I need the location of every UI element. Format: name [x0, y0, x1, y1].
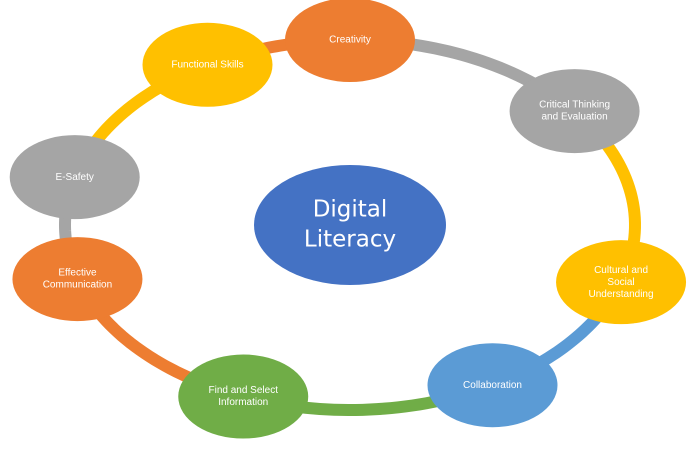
- node-functional-skills: Functional Skills: [142, 22, 273, 107]
- node-collaboration-label-line: Collaboration: [463, 380, 522, 391]
- center-title-line: Literacy: [304, 227, 396, 253]
- node-creativity-label-line: Creativity: [329, 35, 371, 46]
- node-cultural-social-ellipse: [556, 240, 687, 325]
- node-effective-communication-ellipse: [12, 237, 143, 322]
- node-e-safety-label: E-Safety: [56, 172, 94, 183]
- node-functional-skills-label: Functional Skills: [171, 59, 243, 70]
- node-collaboration: Collaboration: [427, 343, 558, 428]
- node-functional-skills-label-line: Functional Skills: [171, 59, 243, 70]
- node-find-select-label-line: Find and Select: [208, 385, 278, 396]
- node-cultural-social-label-line: Cultural and: [594, 265, 648, 276]
- node-critical-thinking-label-line: Critical Thinking: [539, 100, 610, 111]
- node-functional-skills-ellipse: [142, 22, 273, 107]
- node-cultural-social-label-line: Social: [607, 277, 634, 288]
- node-creativity-ellipse: [285, 0, 415, 82]
- node-critical-thinking-label-line: and Evaluation: [541, 112, 607, 123]
- center-title-line: Digital: [313, 197, 388, 223]
- node-effective-communication-label-line: Communication: [43, 280, 112, 291]
- node-critical-thinking-ellipse: [509, 69, 640, 154]
- node-find-select-ellipse: [178, 354, 309, 439]
- node-effective-communication-label-line: Effective: [58, 268, 97, 279]
- node-find-select-label-line: Information: [218, 397, 268, 408]
- node-collaboration-ellipse: [427, 343, 558, 428]
- node-creativity: Creativity: [285, 0, 415, 82]
- node-e-safety-ellipse: [9, 135, 140, 220]
- node-creativity-label: Creativity: [329, 35, 371, 46]
- node-e-safety-label-line: E-Safety: [56, 172, 94, 183]
- node-e-safety: E-Safety: [9, 135, 140, 220]
- node-cultural-social-label-line: Understanding: [589, 289, 654, 300]
- center-ellipse: [254, 165, 446, 285]
- node-collaboration-label: Collaboration: [463, 380, 522, 391]
